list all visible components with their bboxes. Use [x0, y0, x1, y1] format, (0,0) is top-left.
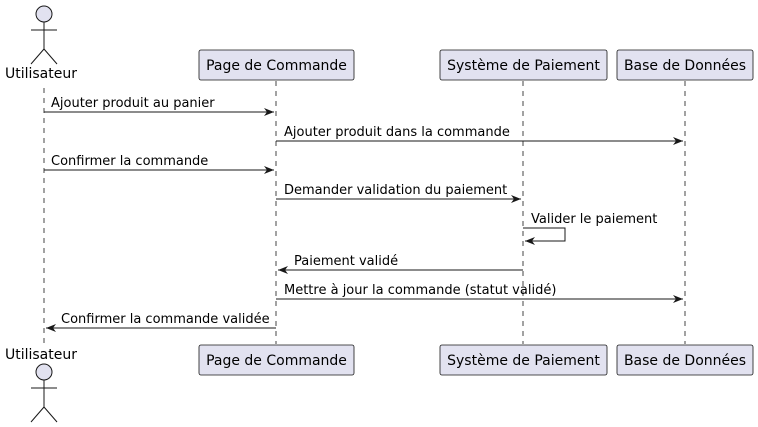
participant-label-database-bottom: Base de Données [624, 353, 746, 369]
participant-label-user-bottom: Utilisateur [5, 347, 77, 363]
message-label: Ajouter produit dans la commande [284, 125, 510, 140]
message-arrow [523, 227, 566, 245]
actor-figure-icon [30, 5, 58, 65]
participant-page-top: Page de Commande [198, 49, 355, 81]
participant-label-payment-top: Système de Paiement [447, 58, 600, 74]
participant-label-database-top: Base de Données [624, 58, 746, 74]
participant-payment-top: Système de Paiement [439, 49, 608, 81]
message-label: Demander validation du paiement [284, 183, 507, 198]
message-label: Mettre à jour la commande (statut validé… [284, 283, 556, 298]
message-6: Paiement validé [278, 254, 523, 274]
participant-payment-bottom: Système de Paiement [439, 344, 608, 376]
message-label: Paiement validé [294, 254, 398, 269]
message-7: Mettre à jour la commande (statut validé… [276, 283, 683, 303]
actor-user-bottom: Utilisateur [5, 347, 77, 423]
message-label: Ajouter produit au panier [51, 96, 215, 111]
lifelines [43, 81, 686, 344]
participant-label-user-top: Utilisateur [5, 66, 77, 82]
actor-user-top: Utilisateur [5, 5, 77, 82]
participant-label-page-top: Page de Commande [206, 58, 347, 74]
message-1: Ajouter produit au panier [44, 96, 274, 116]
actor-figure-icon [30, 363, 58, 423]
participant-database-top: Base de Données [616, 49, 754, 81]
message-3: Confirmer la commande [44, 154, 274, 174]
participant-label-page-bottom: Page de Commande [206, 353, 347, 369]
participant-page-bottom: Page de Commande [198, 344, 355, 376]
message-2: Ajouter produit dans la commande [276, 125, 683, 145]
participant-label-payment-bottom: Système de Paiement [447, 353, 600, 369]
message-5-self: Valider le paiement [523, 212, 657, 245]
message-label: Confirmer la commande validée [61, 312, 270, 327]
message-label: Confirmer la commande [51, 154, 208, 169]
message-label: Valider le paiement [531, 212, 657, 227]
message-4: Demander validation du paiement [276, 183, 521, 203]
message-8: Confirmer la commande validée [46, 312, 276, 332]
participant-database-bottom: Base de Données [616, 344, 754, 376]
